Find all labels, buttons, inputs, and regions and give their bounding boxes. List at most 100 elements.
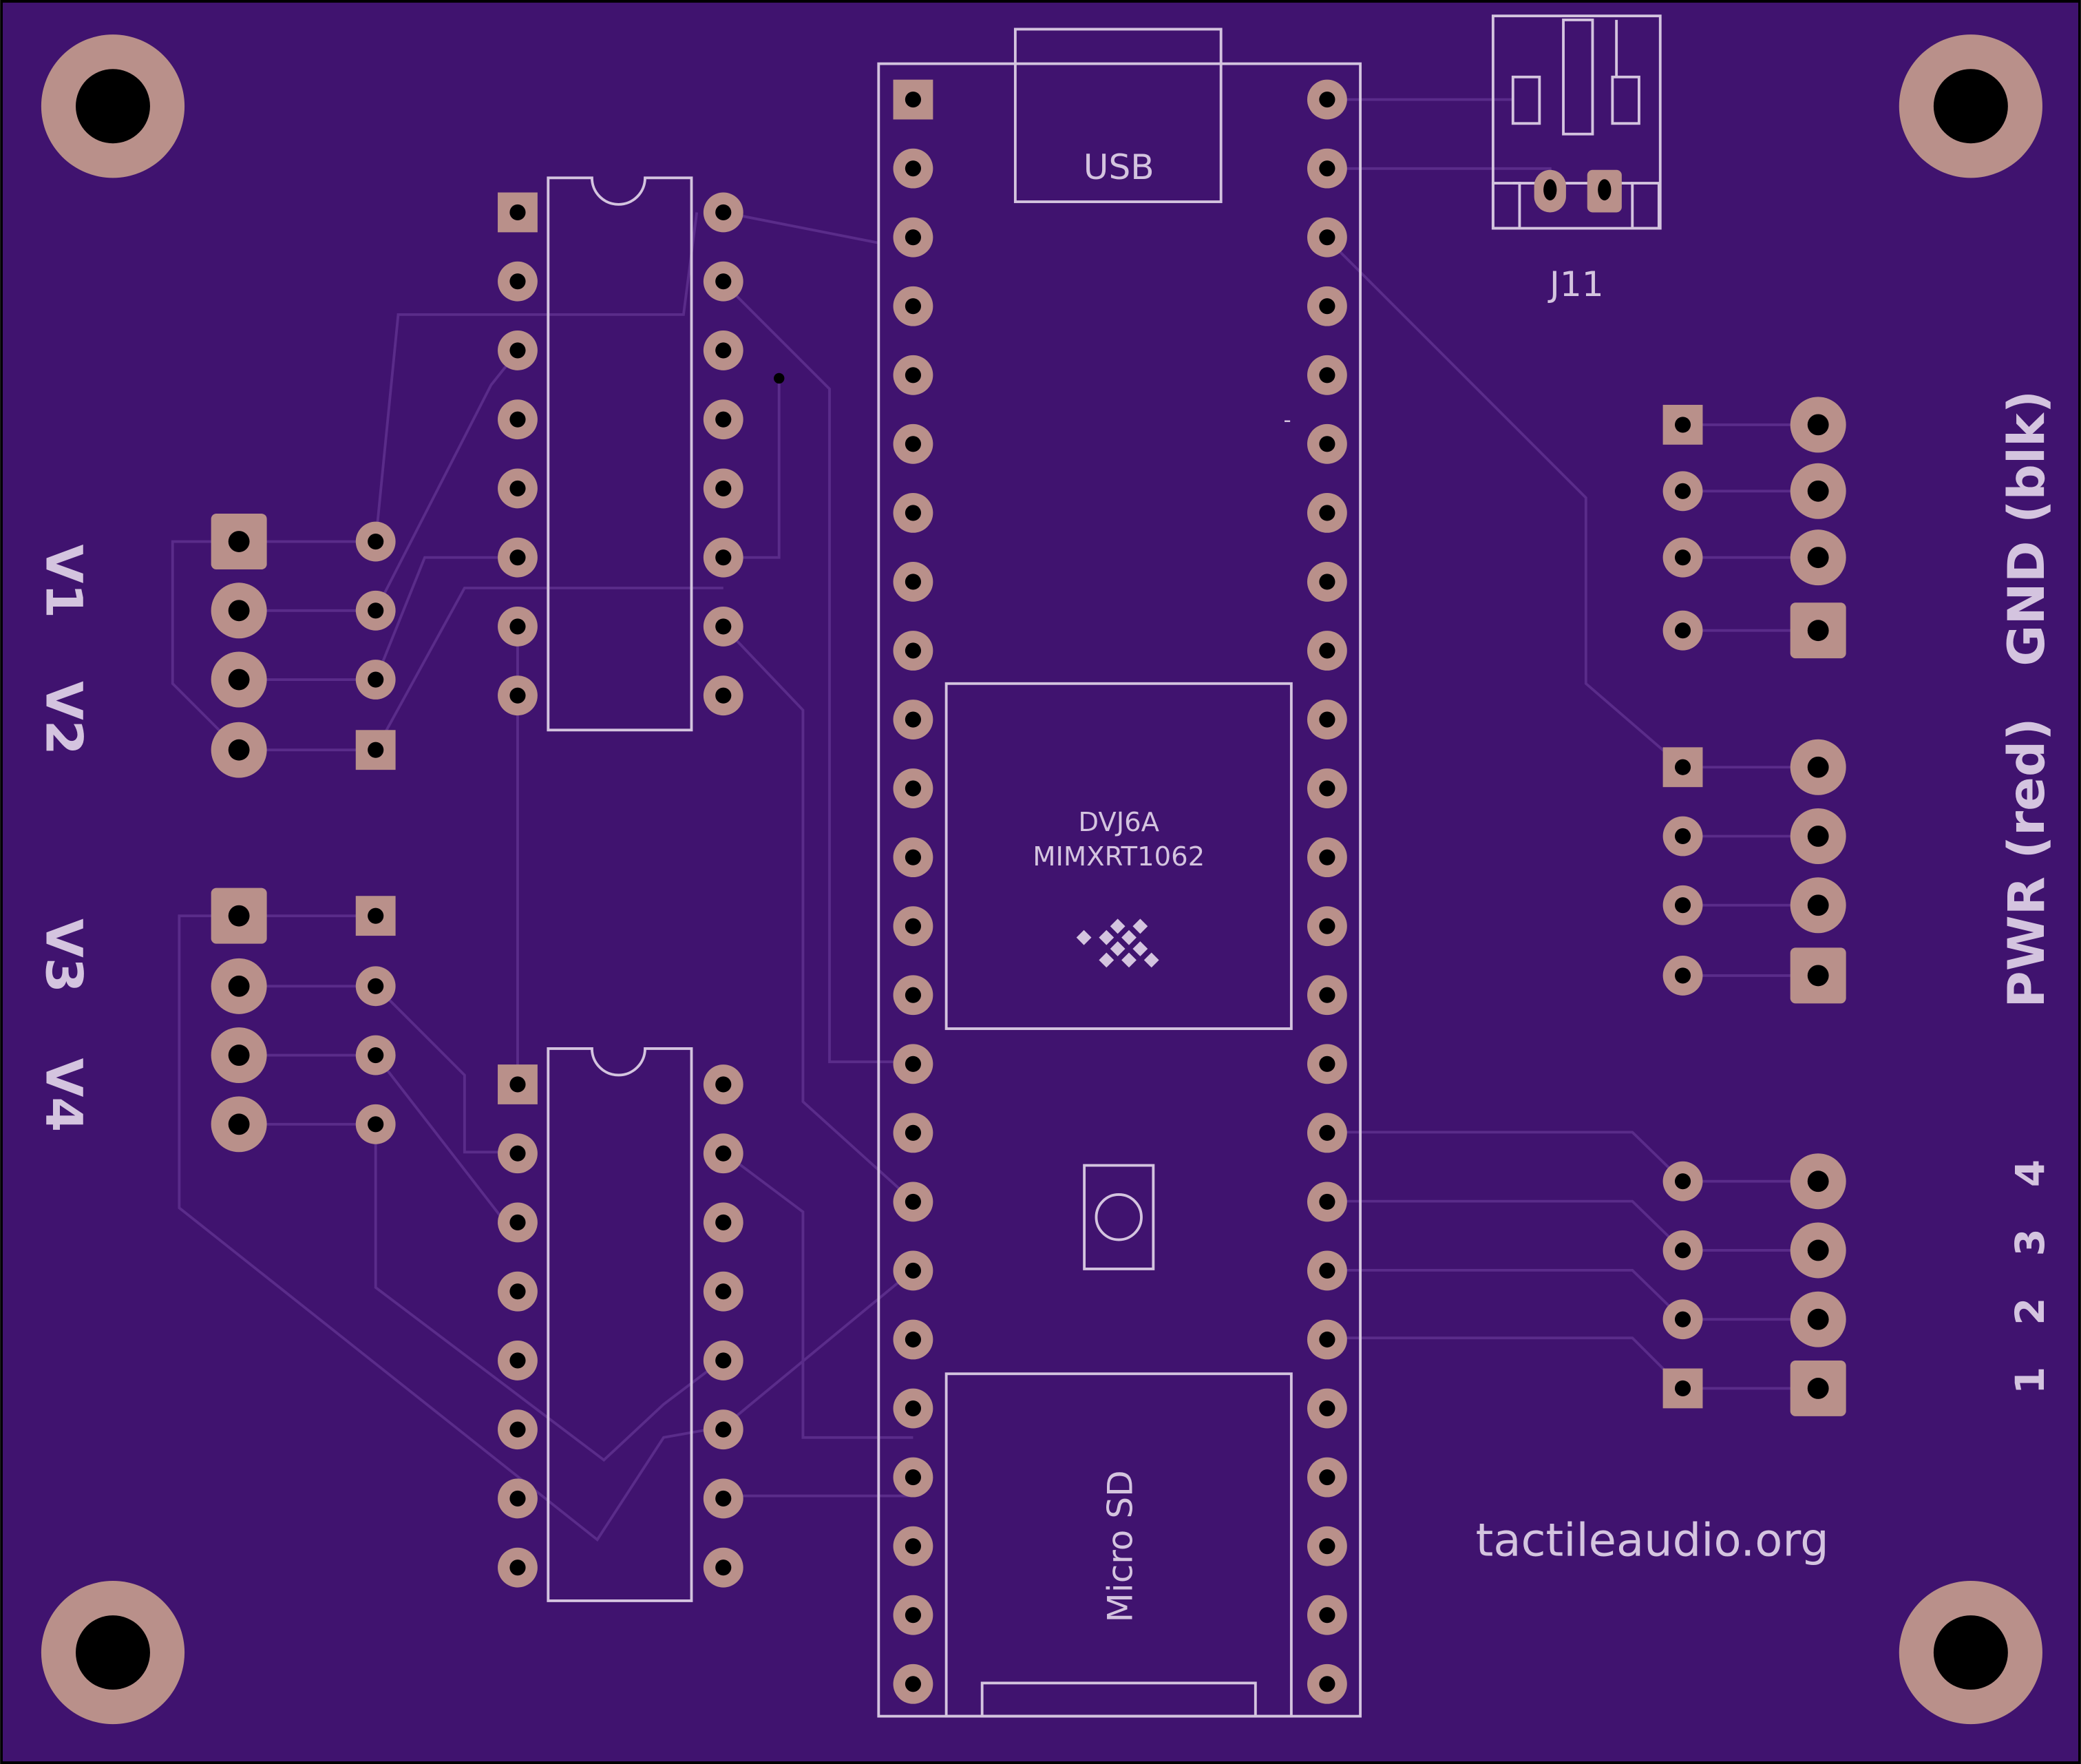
v-header-2-pin	[355, 1104, 396, 1144]
mounting-hole	[1899, 34, 2042, 178]
sd-label: Micro SD	[1100, 1470, 1141, 1622]
teensy-pin-left	[893, 975, 933, 1016]
teensy-pin-left	[893, 1663, 933, 1704]
socket-upper-pin	[703, 399, 743, 440]
socket-upper-pin	[703, 468, 743, 509]
pwr-gnd-header-1-pin	[1790, 529, 1846, 586]
socket-lower-pin	[703, 1409, 743, 1450]
teensy-pin-left	[893, 562, 933, 602]
v-header-2-pin	[355, 1035, 396, 1075]
dash-mark: -	[1284, 408, 1291, 433]
teensy-pin-left	[893, 768, 933, 809]
socket-lower-pin	[703, 1478, 743, 1519]
teensy-pin-right	[1307, 1182, 1347, 1222]
channel-header-pin	[1662, 1368, 1703, 1409]
pwr-gnd-header-1-pin	[1662, 610, 1703, 651]
chip-outline	[944, 682, 1293, 1030]
teensy-pin-right	[1307, 79, 1347, 120]
teensy-pin-left	[893, 1113, 933, 1153]
pwr-gnd-header-2-pin	[1790, 739, 1846, 795]
j11-drill	[1543, 179, 1557, 201]
teensy-pin-right	[1307, 1388, 1347, 1429]
teensy-pin-left	[893, 906, 933, 947]
teensy-pin-left	[893, 700, 933, 739]
pwr-gnd-header-1-pin	[1790, 602, 1846, 659]
teensy-pin-left	[893, 217, 933, 258]
channel-4-label: 4	[2007, 1159, 2053, 1187]
website-label: tactileaudio.org	[1476, 1514, 1829, 1566]
socket-lower-outline	[547, 1047, 693, 1602]
teensy-pin-left	[893, 1182, 933, 1222]
pwr-gnd-header-1-pin	[1790, 397, 1846, 453]
j11-drill	[1598, 179, 1612, 201]
teensy-pin-left	[893, 423, 933, 464]
teensy-pin-right	[1307, 286, 1347, 326]
teensy-pin-left	[893, 1319, 933, 1360]
sd-slot	[980, 1681, 1257, 1718]
teensy-pin-right	[1307, 837, 1347, 878]
channel-header-pin	[1790, 1360, 1846, 1416]
v-header-1-pin	[211, 651, 267, 708]
pwr-gnd-header-1-pin	[1662, 404, 1703, 445]
channel-header-pin	[1662, 1230, 1703, 1270]
socket-lower-pin	[703, 1341, 743, 1380]
channel-header-pin	[1790, 1153, 1846, 1210]
socket-lower-pin	[498, 1271, 538, 1312]
v-header-1-pin	[211, 722, 267, 778]
socket-upper-pin	[498, 261, 538, 302]
pwr-gnd-header-1-pin	[1662, 471, 1703, 512]
teensy-pin-right	[1307, 355, 1347, 395]
socket-lower-pin	[498, 1547, 538, 1588]
silkscreen-outlines	[547, 14, 1662, 1718]
teensy-pin-right	[1307, 217, 1347, 258]
v2-label: V2	[34, 681, 93, 755]
channel-header-pin	[1790, 1222, 1846, 1279]
teensy-pin-left	[893, 286, 933, 326]
teensy-pin-right	[1307, 1044, 1347, 1084]
teensy-pin-right	[1307, 1663, 1347, 1704]
socket-lower-pin	[703, 1202, 743, 1243]
j11-outline	[1491, 14, 1662, 230]
socket-lower-pin	[703, 1271, 743, 1312]
pwr-gnd-header-2-pin	[1662, 816, 1703, 857]
teensy-pin-right	[1307, 631, 1347, 671]
socket-upper-pin	[498, 468, 538, 509]
teensy-pin-left	[893, 1457, 933, 1498]
v-header-1-pin	[355, 521, 396, 562]
v4-label: V4	[34, 1058, 93, 1133]
teensy-pin-left	[893, 1044, 933, 1084]
v1-label: V1	[34, 545, 93, 619]
chip-label-line1: DVJ6A	[1078, 807, 1159, 838]
v-header-1-pin	[355, 730, 396, 770]
socket-lower-pin	[703, 1547, 743, 1588]
teensy-pin-left	[893, 837, 933, 878]
socket-upper-outline	[547, 176, 693, 732]
socket-upper-pin	[703, 192, 743, 233]
socket-upper-pin	[498, 192, 538, 233]
usb-label: USB	[1084, 147, 1154, 187]
socket-upper-pin	[498, 606, 538, 647]
socket-upper-pin	[703, 330, 743, 370]
teensy-pin-right	[1307, 562, 1347, 602]
teensy-pin-left	[893, 1250, 933, 1291]
socket-lower-pin	[498, 1064, 538, 1104]
button-circle	[1095, 1193, 1143, 1241]
teensy-pin-right	[1307, 1595, 1347, 1635]
mounting-hole	[41, 34, 185, 178]
pwr-gnd-header-1-pin	[1662, 537, 1703, 578]
pwr-gnd-header-2-pin	[1790, 947, 1846, 1004]
pwr-gnd-header-2-pin	[1662, 885, 1703, 925]
pwr-gnd-header-2-pin	[1662, 747, 1703, 788]
teensy-pin-left	[893, 148, 933, 189]
teensy-pin-right	[1307, 768, 1347, 809]
v-header-2-pin	[211, 1027, 267, 1084]
teensy-pin-left	[893, 79, 933, 120]
mounting-holes	[41, 34, 2042, 1725]
pwr-gnd-header-2-pin	[1662, 955, 1703, 996]
pwr-label: PWR (red)	[1998, 717, 2056, 1008]
v-header-2-pin	[211, 1096, 267, 1153]
v-header-1-pin	[355, 660, 396, 700]
teensy-pin-left	[893, 631, 933, 671]
